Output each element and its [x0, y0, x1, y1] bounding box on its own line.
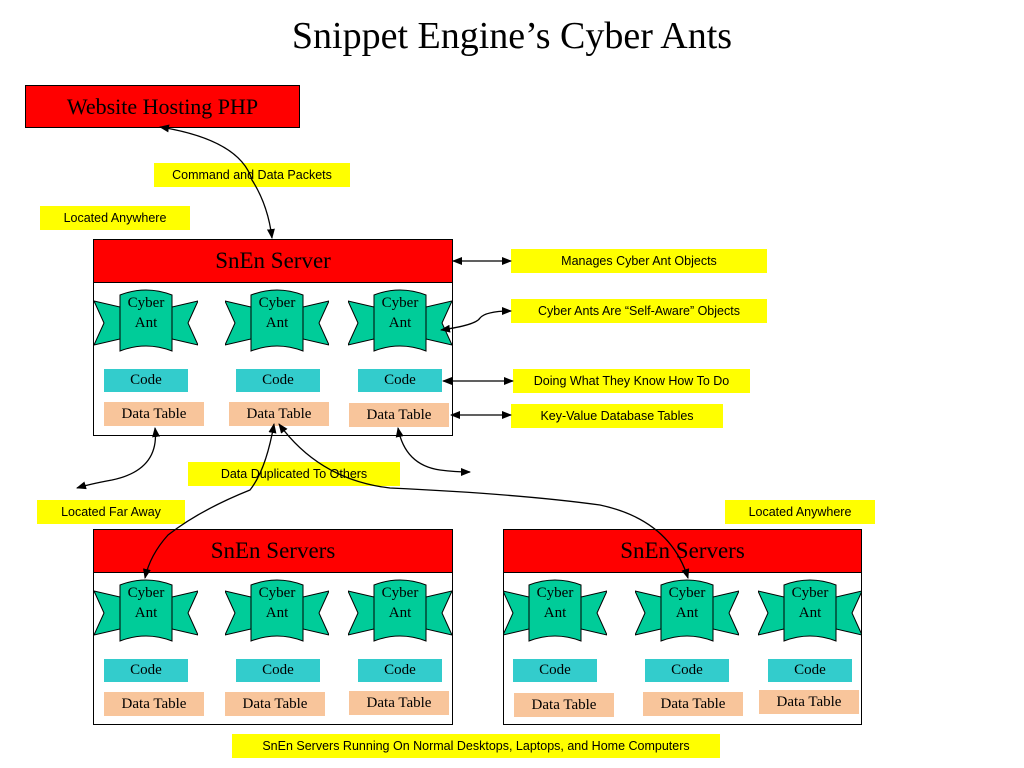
ant-line2: Ant	[265, 315, 289, 331]
banner-icon	[225, 289, 329, 352]
panel-title: SnEn Server	[94, 240, 452, 283]
arrow-hosting-to-server	[159, 124, 275, 239]
code-box: Code	[645, 659, 729, 682]
ant-line1: Cyber	[127, 585, 165, 601]
code-box: Code	[768, 659, 852, 682]
banner-icon	[758, 579, 862, 642]
arrow-self-aware	[440, 307, 512, 333]
ant-line2: Ant	[543, 605, 567, 621]
banner-icon	[94, 289, 198, 352]
note-self-aware: Cyber Ants Are “Self-Aware” Objects	[511, 299, 767, 323]
banner-icon	[94, 579, 198, 642]
code-box: Code	[513, 659, 597, 682]
ant-line1: Cyber	[536, 585, 574, 601]
data-table-box: Data Table	[225, 692, 325, 716]
arrow-duplicated-right	[278, 423, 690, 579]
data-table-box: Data Table	[104, 402, 204, 426]
code-box: Code	[104, 659, 188, 682]
banner-icon	[503, 579, 607, 642]
ant-line1: Cyber	[258, 295, 296, 311]
data-table-box: Data Table	[349, 403, 449, 427]
arrow-dt1-far	[76, 427, 161, 490]
ant-line2: Ant	[388, 315, 412, 331]
website-hosting-box: Website Hosting PHP	[25, 85, 300, 128]
code-box: Code	[236, 369, 320, 392]
data-table-box: Data Table	[104, 692, 204, 716]
code-box: Code	[358, 369, 442, 392]
code-box: Code	[358, 659, 442, 682]
note-running: SnEn Servers Running On Normal Desktops,…	[232, 734, 720, 758]
data-table-box: Data Table	[759, 690, 859, 714]
ant-line2: Ant	[134, 315, 158, 331]
ant-line2: Ant	[265, 605, 289, 621]
note-manages: Manages Cyber Ant Objects	[511, 249, 767, 273]
ant-line1: Cyber	[258, 585, 296, 601]
data-table-box: Data Table	[349, 691, 449, 715]
banner-icon	[635, 579, 739, 642]
ant-line1: Cyber	[668, 585, 706, 601]
note-located-anywhere-2: Located Anywhere	[725, 500, 875, 524]
note-doing: Doing What They Know How To Do	[513, 369, 750, 393]
ant-line2: Ant	[675, 605, 699, 621]
code-box: Code	[104, 369, 188, 392]
ant-line2: Ant	[798, 605, 822, 621]
banner-icon	[225, 579, 329, 642]
code-box: Code	[236, 659, 320, 682]
data-table-box: Data Table	[514, 693, 614, 717]
ant-line1: Cyber	[127, 295, 165, 311]
arrow-dt3-right	[395, 427, 471, 476]
ant-line1: Cyber	[381, 295, 419, 311]
arrow-duplicated-left	[143, 423, 277, 579]
ant-line1: Cyber	[791, 585, 829, 601]
banner-icon	[348, 579, 452, 642]
ant-line1: Cyber	[381, 585, 419, 601]
ant-line2: Ant	[134, 605, 158, 621]
data-table-box: Data Table	[643, 692, 743, 716]
page-title: Snippet Engine’s Cyber Ants	[291, 15, 733, 57]
ant-line2: Ant	[388, 605, 412, 621]
data-table-box: Data Table	[229, 402, 329, 426]
